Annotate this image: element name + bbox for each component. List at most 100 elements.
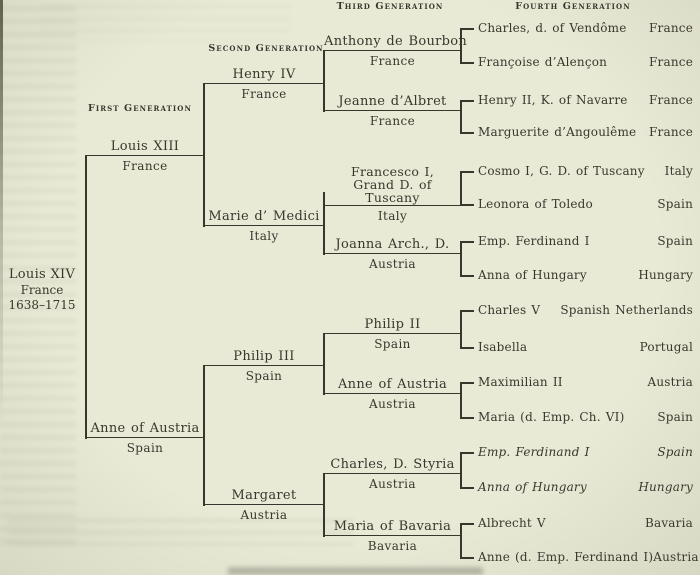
person-name: Marguerite d’Angoulême bbox=[478, 125, 637, 139]
node-rule bbox=[324, 110, 461, 111]
person-name: Francesco I, Grand D. of Tuscany bbox=[351, 164, 434, 205]
scan-artifact-top-margin bbox=[40, 4, 290, 42]
person-name: Marie d’ Medici bbox=[208, 209, 320, 224]
person-country: France bbox=[241, 87, 287, 101]
bracket-gen1-parents bbox=[85, 155, 87, 439]
bracket-anthony-children bbox=[460, 28, 462, 64]
subject-dates: 1638–1715 bbox=[8, 298, 76, 312]
person-name: Margaret bbox=[231, 488, 297, 503]
person-country: Austria bbox=[653, 550, 699, 564]
node-joanna-archduchess: Joanna Arch., D. Austria bbox=[324, 237, 461, 271]
node-philip-ii: Philip II Spain bbox=[324, 317, 461, 351]
node-rule bbox=[204, 504, 324, 505]
node-philip-iii: Philip III Spain bbox=[204, 349, 324, 383]
connector-tick bbox=[460, 523, 474, 525]
person-country: Spanish Netherlands bbox=[560, 303, 693, 317]
subject-country: France bbox=[20, 283, 64, 297]
header-fourth-generation: Fourth Generation bbox=[515, 1, 631, 12]
person-country: France bbox=[122, 159, 168, 173]
person-name: Albrecht V bbox=[478, 516, 546, 530]
person-country: Hungary bbox=[638, 268, 693, 282]
row-cosmo-i-tuscany: Cosmo I, G. D. of Tuscany Italy bbox=[478, 164, 693, 178]
connector-tick bbox=[460, 241, 474, 243]
person-name: Françoise d’Alençon bbox=[478, 55, 608, 69]
row-emp-ferdinand-i: Emp. Ferdinand I Spain bbox=[478, 234, 693, 248]
person-country: Austria bbox=[369, 397, 416, 411]
header-third-generation: Third Generation bbox=[336, 1, 444, 12]
person-name: Maria of Bavaria bbox=[333, 519, 452, 534]
row-leonora-of-toledo: Leonora of Toledo Spain bbox=[478, 197, 693, 211]
node-rule bbox=[86, 155, 204, 156]
person-country: Italy bbox=[377, 209, 408, 223]
person-name: Philip II bbox=[364, 317, 421, 332]
node-louis-xiii: Louis XIII France bbox=[86, 139, 204, 173]
person-country: France bbox=[649, 21, 693, 35]
person-name: Anne (d. Emp. Ferdinand I) bbox=[478, 550, 654, 564]
row-marguerite-dangouleme: Marguerite d’Angoulême France bbox=[478, 125, 693, 139]
person-country: Spain bbox=[245, 369, 283, 383]
person-country: France bbox=[649, 125, 693, 139]
node-anthony-de-bourbon: Anthony de Bourbon France bbox=[324, 34, 468, 68]
node-henry-iv: Henry IV France bbox=[204, 67, 324, 101]
person-name: Cosmo I, G. D. of Tuscany bbox=[478, 164, 645, 178]
connector-tick bbox=[460, 275, 474, 277]
person-country: Spain bbox=[374, 337, 411, 351]
person-name: Charles V bbox=[478, 303, 541, 317]
person-name: Emp. Ferdinand I bbox=[478, 445, 590, 459]
person-country: France bbox=[369, 114, 416, 128]
bracket-anne-austria-parents bbox=[203, 365, 205, 506]
header-first-generation: First Generation bbox=[87, 103, 193, 114]
person-name: Henry II, K. of Navarre bbox=[478, 93, 628, 107]
node-maria-of-bavaria: Maria of Bavaria Bavaria bbox=[324, 519, 461, 553]
person-name: Anna of Hungary bbox=[478, 268, 587, 282]
person-country: Austria bbox=[369, 477, 416, 491]
bracket-anne-g3-children bbox=[460, 382, 462, 419]
row-anna-of-hungary-italic: Anna of Hungary Hungary bbox=[478, 480, 693, 494]
person-country: Austria bbox=[647, 375, 693, 389]
person-name: Anthony de Bourbon bbox=[324, 34, 468, 49]
person-country: Hungary bbox=[638, 480, 693, 494]
header-second-generation: Second Generation bbox=[208, 43, 324, 54]
subject-louis-xiv: Louis XIV France 1638–1715 bbox=[2, 267, 82, 313]
bracket-jeanne-children bbox=[460, 100, 462, 134]
node-rule bbox=[204, 83, 324, 84]
row-emp-ferdinand-i-italic: Emp. Ferdinand I Spain bbox=[478, 445, 693, 459]
bracket-philip-ii-children bbox=[460, 310, 462, 349]
subject-name: Louis XIV bbox=[8, 267, 76, 282]
person-country: Italy bbox=[249, 229, 279, 243]
person-country: Spain bbox=[657, 410, 693, 424]
person-name: Jeanne d’Albret bbox=[338, 94, 447, 109]
row-maria-d-emp-ch-vi: Maria (d. Emp. Ch. VI) Spain bbox=[478, 410, 693, 424]
row-anna-of-hungary: Anna of Hungary Hungary bbox=[478, 268, 693, 282]
person-country: Austria bbox=[240, 508, 288, 522]
node-margaret: Margaret Austria bbox=[204, 488, 324, 522]
connector-tick bbox=[460, 310, 474, 312]
connector-tick bbox=[460, 487, 474, 489]
person-name: Henry IV bbox=[232, 67, 296, 82]
person-name: Anna of Hungary bbox=[478, 480, 587, 494]
person-name: Charles, d. of Vendôme bbox=[478, 21, 627, 35]
connector-tick bbox=[460, 28, 474, 30]
person-country: France bbox=[369, 54, 416, 68]
person-name: Charles, D. Styria bbox=[330, 457, 455, 472]
row-henry-ii-navarre: Henry II, K. of Navarre France bbox=[478, 93, 693, 107]
person-country: Italy bbox=[664, 164, 693, 178]
bracket-joanna-children bbox=[460, 241, 462, 277]
connector-tick bbox=[460, 452, 474, 454]
scan-artifact-bottom-margin bbox=[8, 518, 353, 546]
node-anne-of-austria-gen3: Anne of Austria Austria bbox=[324, 377, 461, 411]
bracket-maria-bavaria-children bbox=[460, 523, 462, 559]
node-francesco-i-tuscany: Francesco I, Grand D. of Tuscany Italy bbox=[324, 165, 461, 223]
person-country: France bbox=[649, 93, 693, 107]
bracket-charles-styria-children bbox=[460, 452, 462, 489]
person-country: Bavaria bbox=[367, 539, 418, 553]
node-rule bbox=[86, 437, 204, 438]
connector-tick bbox=[460, 171, 474, 173]
person-country: Austria bbox=[369, 257, 416, 271]
node-rule bbox=[324, 253, 461, 254]
node-rule bbox=[324, 50, 461, 51]
person-name: Maria (d. Emp. Ch. VI) bbox=[478, 410, 625, 424]
person-name: Philip III bbox=[233, 349, 295, 364]
person-country: Portugal bbox=[639, 340, 693, 354]
